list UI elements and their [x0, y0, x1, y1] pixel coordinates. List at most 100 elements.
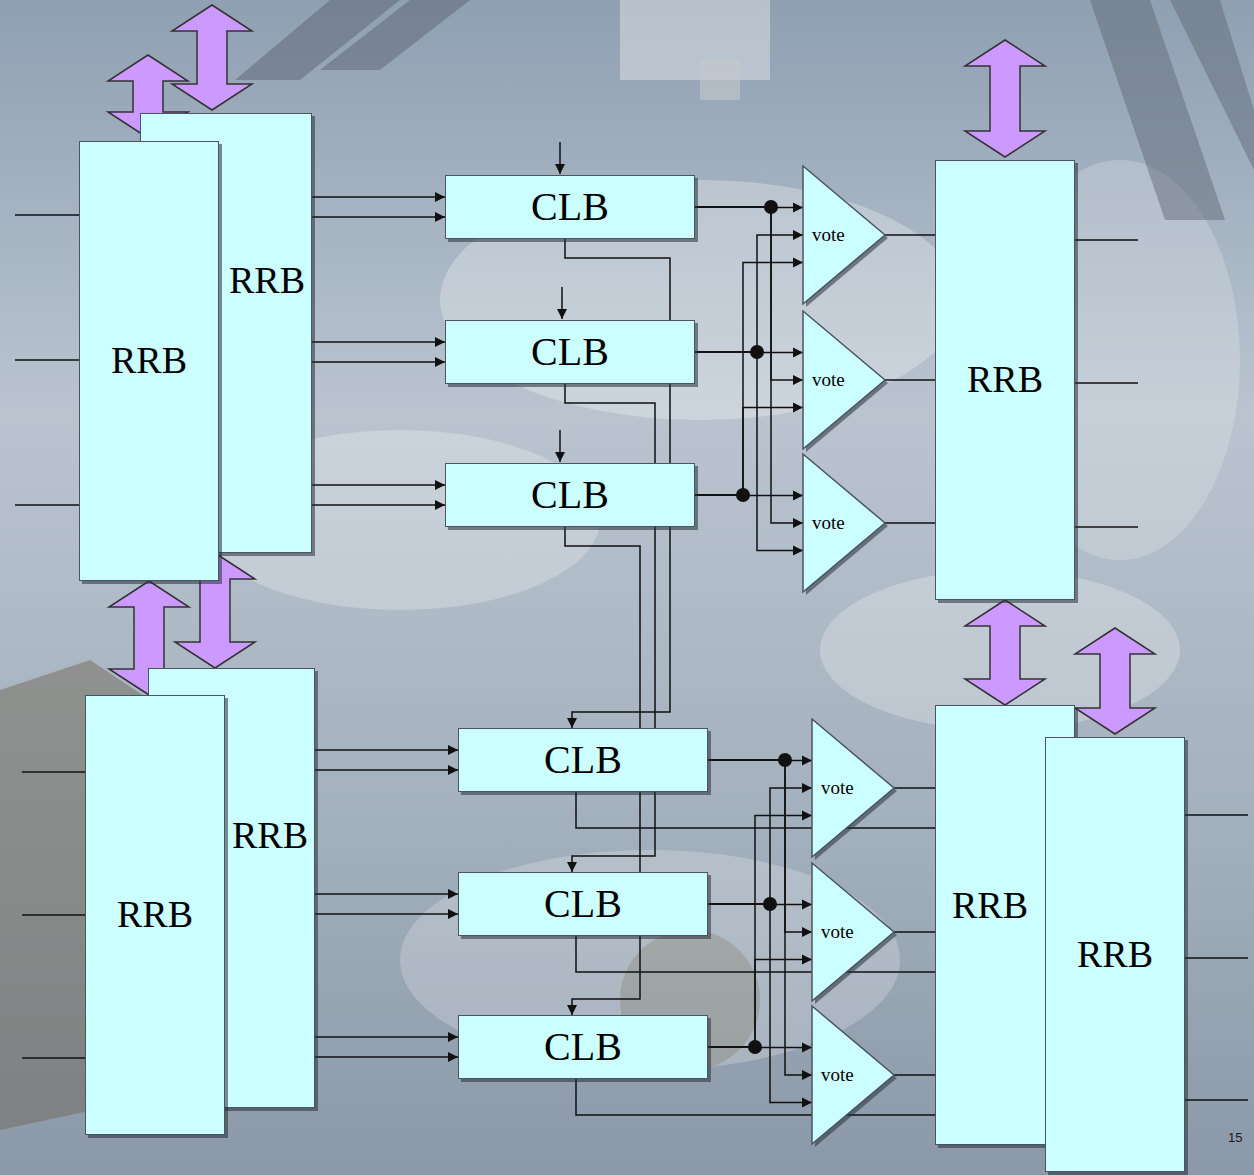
signal-wire [695, 408, 803, 495]
voter-triangle: vote [803, 166, 885, 304]
block-label: RRB [967, 359, 1043, 401]
block-label: RRB [229, 260, 305, 302]
junction-dots [736, 200, 792, 1054]
voter-label: vote [821, 922, 854, 943]
voter-label: vote [812, 225, 845, 246]
port-wire [1185, 1099, 1248, 1101]
signal-wire [894, 787, 935, 789]
rrb-box: RRB [1045, 737, 1185, 1172]
bus-arrows [108, 5, 1155, 734]
port-wire [1075, 382, 1138, 384]
clb-box: CLB [445, 175, 695, 239]
voter-shape [803, 166, 885, 304]
signal-wire [708, 904, 812, 1103]
voter-triangle: vote [812, 719, 894, 857]
port-wire [1075, 526, 1138, 528]
block-label: CLB [544, 738, 622, 782]
signal-wire [695, 235, 803, 352]
port-wire [1185, 957, 1248, 959]
port-wire [22, 771, 85, 773]
rrb-box: RRB [85, 695, 225, 1135]
clb-box: CLB [458, 728, 708, 792]
input-stub [559, 142, 561, 174]
voter-shape [812, 863, 894, 1001]
voter-label: vote [812, 370, 845, 391]
signal-wire [695, 207, 803, 380]
bidirectional-arrow [1075, 628, 1155, 734]
signal-wire [885, 522, 935, 524]
junction-dot [763, 897, 777, 911]
block-label: CLB [531, 330, 609, 374]
voter-shape [803, 311, 885, 449]
junction-dot [764, 200, 778, 214]
voter-label: vote [821, 778, 854, 799]
voter-triangle: vote [803, 454, 885, 592]
junction-dot [778, 753, 792, 767]
input-stub [559, 430, 561, 462]
station-module [620, 0, 770, 80]
signal-wire [695, 352, 803, 551]
block-label: CLB [544, 1025, 622, 1069]
block-label: RRB [232, 815, 308, 857]
bidirectional-bus-arrow [965, 600, 1045, 705]
voter-shape [803, 454, 885, 592]
block-label: CLB [531, 185, 609, 229]
port-wire [15, 504, 79, 506]
junction-dot [750, 345, 764, 359]
voter-shape [812, 719, 894, 857]
port-wire [15, 359, 79, 361]
block-label: RRB [111, 340, 187, 382]
page-number: 15 [1228, 1131, 1242, 1145]
clb-box: CLB [458, 1015, 708, 1079]
port-wire [22, 914, 85, 916]
block-label: RRB [952, 885, 1028, 927]
signal-wire [315, 749, 458, 751]
input-stub [561, 287, 563, 319]
clb-box: CLB [458, 872, 708, 936]
bidirectional-arrow [965, 40, 1045, 157]
junction-dot [736, 488, 750, 502]
bidirectional-arrow [172, 5, 252, 110]
signal-wire [312, 196, 445, 198]
signal-wire [885, 234, 935, 236]
signal-wire [894, 1074, 935, 1076]
block-label: CLB [531, 473, 609, 517]
block-label: RRB [1077, 934, 1153, 976]
port-wire [15, 214, 79, 216]
signal-wire [708, 816, 812, 1047]
signal-wire [885, 379, 935, 381]
port-wire [22, 1057, 85, 1059]
signal-wire [315, 893, 458, 895]
clb-box: CLB [445, 320, 695, 384]
clb-box: CLB [445, 463, 695, 527]
voter-triangle: vote [812, 1006, 894, 1144]
block-label: CLB [544, 882, 622, 926]
signal-wire [708, 760, 812, 932]
voter-triangle: vote [812, 863, 894, 1001]
signal-wire [708, 760, 812, 1075]
signal-wire [695, 263, 803, 495]
voter-shape [812, 1006, 894, 1144]
port-wire [1075, 239, 1138, 241]
signal-wire [708, 788, 812, 904]
signal-wire [312, 484, 445, 486]
station-module [700, 60, 740, 100]
signal-wire [894, 931, 935, 933]
rrb-box: RRB [79, 141, 219, 581]
voter-label: vote [821, 1065, 854, 1086]
signal-wire [315, 1036, 458, 1038]
port-wire [1185, 814, 1248, 816]
voter-label: vote [812, 513, 845, 534]
rrb-box: RRB [935, 160, 1075, 600]
signal-wire [565, 384, 655, 872]
voter-triangle: vote [803, 311, 885, 449]
signal-wire [312, 341, 445, 343]
solar-panel [1170, 0, 1254, 170]
junction-dot [748, 1040, 762, 1054]
solar-panel [320, 0, 470, 70]
signal-wire [695, 207, 803, 523]
block-label: RRB [117, 894, 193, 936]
